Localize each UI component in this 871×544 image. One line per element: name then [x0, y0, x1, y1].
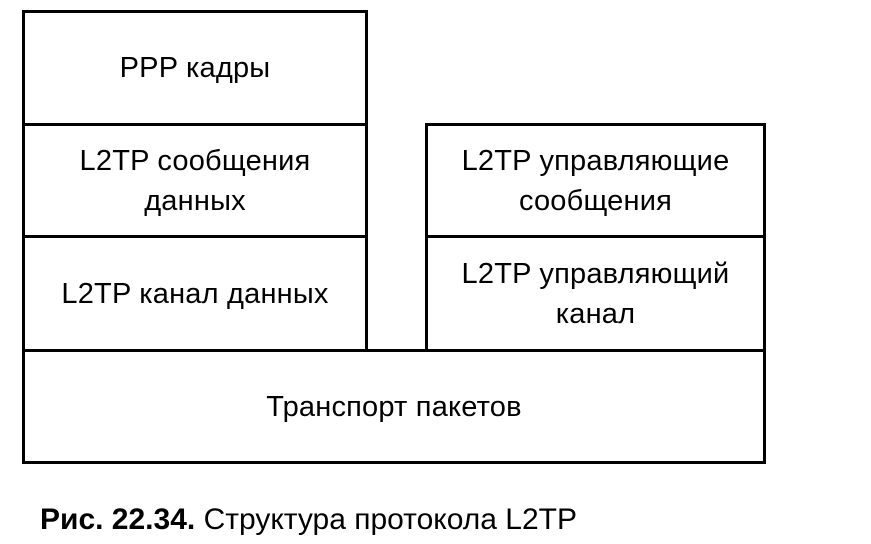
l2tp-data-messages-line-2: данных	[144, 184, 246, 217]
l2tp-control-messages-box: L2TP управляющие сообщения	[425, 123, 766, 238]
figure-number: Рис. 22.34.	[40, 503, 196, 536]
figure-title: Структура протокола L2TP	[203, 503, 577, 536]
l2tp-data-messages-box: L2TP сообщения данных	[22, 123, 368, 238]
packet-transport-label: Транспорт пакетов	[266, 390, 522, 423]
l2tp-control-channel-line-2: канал	[555, 297, 636, 330]
l2tp-control-channel-box: L2TP управляющий канал	[425, 235, 766, 352]
l2tp-control-messages-line-1: L2TP управляющие	[461, 144, 730, 177]
l2tp-data-channel-box: L2TP канал данных	[22, 235, 368, 352]
l2tp-data-messages-line-1: L2TP сообщения	[79, 144, 311, 177]
l2tp-control-messages-line-2: сообщения	[518, 184, 673, 217]
packet-transport-box: Транспорт пакетов	[22, 349, 766, 464]
ppp-frames-box: PPP кадры	[22, 10, 368, 126]
l2tp-control-channel-line-1: L2TP управляющий	[461, 257, 730, 290]
ppp-frames-label: PPP кадры	[119, 52, 271, 84]
l2tp-data-channel-label: L2TP канал данных	[61, 277, 329, 310]
figure-caption: Рис. 22.34. Структура протокола L2TP	[40, 500, 577, 540]
